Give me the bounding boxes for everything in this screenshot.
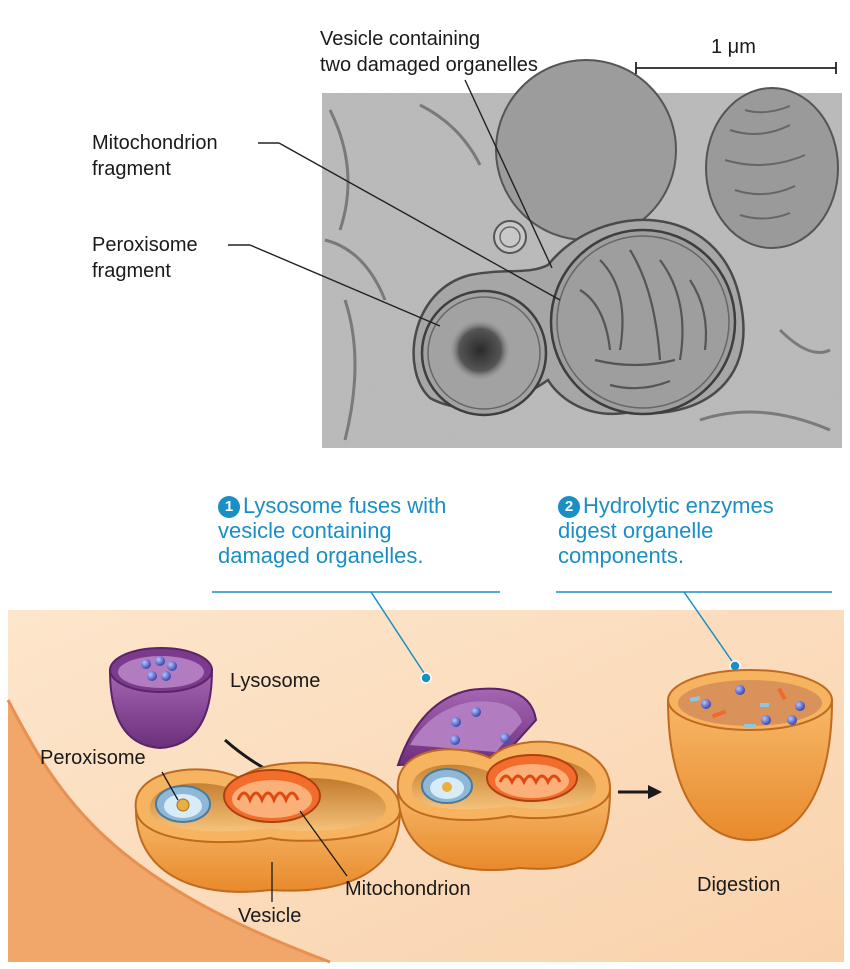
digestion-label: Digestion <box>697 874 781 896</box>
step-1-line2: vesicle containing <box>218 518 392 543</box>
digestion-cup-shape <box>666 669 834 842</box>
mitochondrion-label: Mitochondrion <box>345 878 471 900</box>
step-2-line2: digest organelle <box>558 518 714 543</box>
step-2-line3: components. <box>558 543 684 568</box>
vesicle-label-line2: two damaged organelles <box>320 54 538 76</box>
micrograph-leader-lines <box>228 79 561 327</box>
step-2-line1: Hydrolytic enzymes <box>583 493 774 518</box>
diagram-leader-lines <box>161 771 348 902</box>
lysosome-label: Lysosome <box>230 670 321 692</box>
mito-fragment-line1: Mitochondrion <box>92 132 218 154</box>
mitochondrion-fragment-label: Mitochondrion fragment <box>92 130 218 182</box>
vesicle-shape <box>134 761 402 893</box>
vesicle-label-line1: Vesicle containing <box>320 28 481 50</box>
vesicle-label: Vesicle containing two damaged organelle… <box>320 26 538 78</box>
step-1-line3: damaged organelles. <box>218 543 424 568</box>
lysosome-shape <box>108 647 214 750</box>
electron-micrograph <box>322 59 842 448</box>
scale-bar <box>635 62 837 74</box>
peroxisome-label: Peroxisome <box>40 747 146 769</box>
step-1-dot <box>420 672 432 684</box>
step-1-line1: Lysosome fuses with <box>243 493 447 518</box>
perox-fragment-line1: Peroxisome <box>92 234 198 256</box>
step-pointer-lines <box>370 591 735 677</box>
peroxisome-fragment-label: Peroxisome fragment <box>92 232 198 284</box>
mito-fragment-line2: fragment <box>92 158 171 180</box>
vesicle-diagram-label: Vesicle <box>238 905 302 927</box>
perox-fragment-line2: fragment <box>92 260 171 282</box>
step-1-number: 1 <box>218 496 240 518</box>
scale-bar-label: 1 μm <box>711 36 756 58</box>
fused-vesicle-shape <box>396 687 612 871</box>
step-2-number: 2 <box>558 496 580 518</box>
